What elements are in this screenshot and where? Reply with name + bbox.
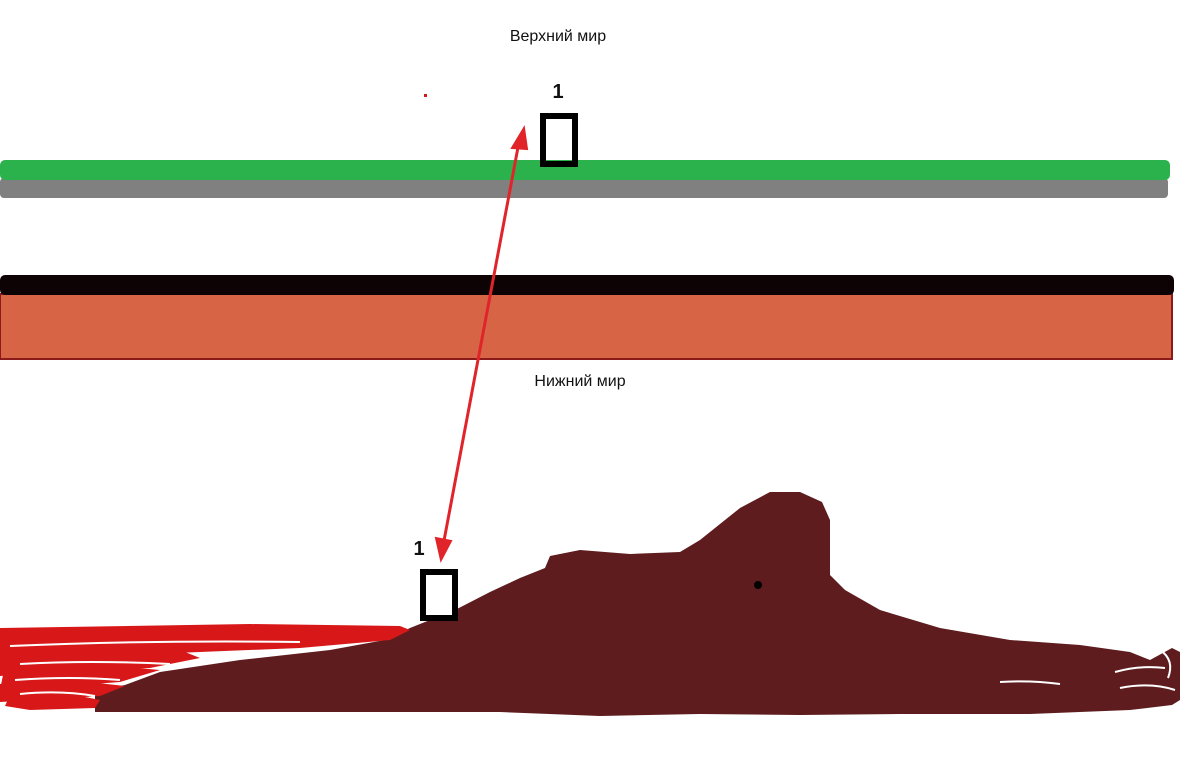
- upper-world-title: Верхний мир: [510, 28, 606, 45]
- arrow-head-down-icon: [434, 536, 453, 563]
- red-dot: [424, 94, 427, 97]
- nether-terrain: [95, 492, 1180, 716]
- terrain-scribbles: [999, 649, 1176, 691]
- netherrack-layer: [0, 293, 1173, 360]
- lava-strokes: [0, 624, 410, 710]
- upper-portal-number: 1: [552, 81, 563, 103]
- upper-portal-icon: [540, 113, 578, 167]
- lava-scribble-lines: [9, 640, 301, 697]
- stone-layer: [0, 178, 1168, 198]
- bedrock-layer: [0, 275, 1174, 295]
- lower-world-title: Нижний мир: [534, 373, 625, 390]
- portal-link-arrow: [434, 125, 529, 563]
- grass-layer: [0, 160, 1170, 180]
- black-dot: [754, 581, 762, 589]
- lower-portal-icon: [420, 569, 458, 621]
- arrow-head-up-icon: [510, 125, 529, 151]
- lower-portal-number: 1: [413, 538, 424, 560]
